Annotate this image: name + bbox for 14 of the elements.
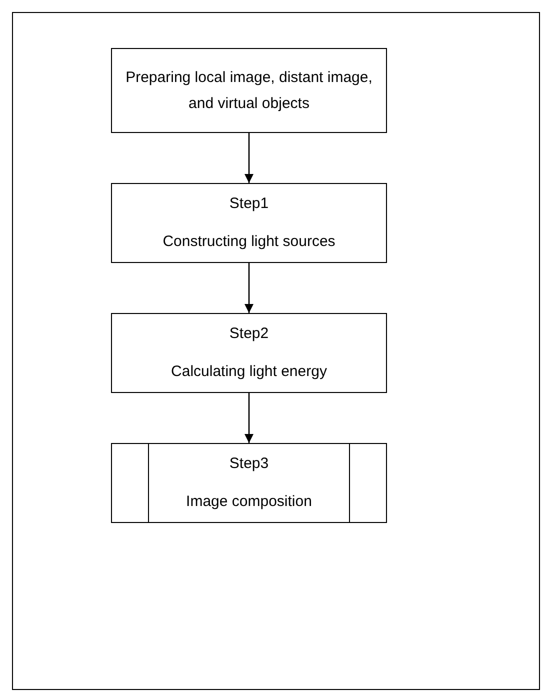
box-text: Constructing light sources (162, 232, 336, 252)
process-box (111, 313, 387, 393)
box-text: Image composition (186, 492, 312, 512)
box-text: Step1 (229, 194, 269, 214)
box-text: Step2 (229, 324, 269, 344)
box-text: Step3 (229, 454, 269, 474)
process-box (111, 48, 387, 133)
process-box (111, 183, 387, 263)
arrow (244, 263, 254, 313)
process-box (111, 443, 387, 523)
box-text: Preparing local image, distant image, and virtual objects (124, 68, 374, 114)
box-text: Calculating light energy (171, 362, 327, 382)
arrow (244, 393, 254, 443)
arrow (244, 133, 254, 183)
